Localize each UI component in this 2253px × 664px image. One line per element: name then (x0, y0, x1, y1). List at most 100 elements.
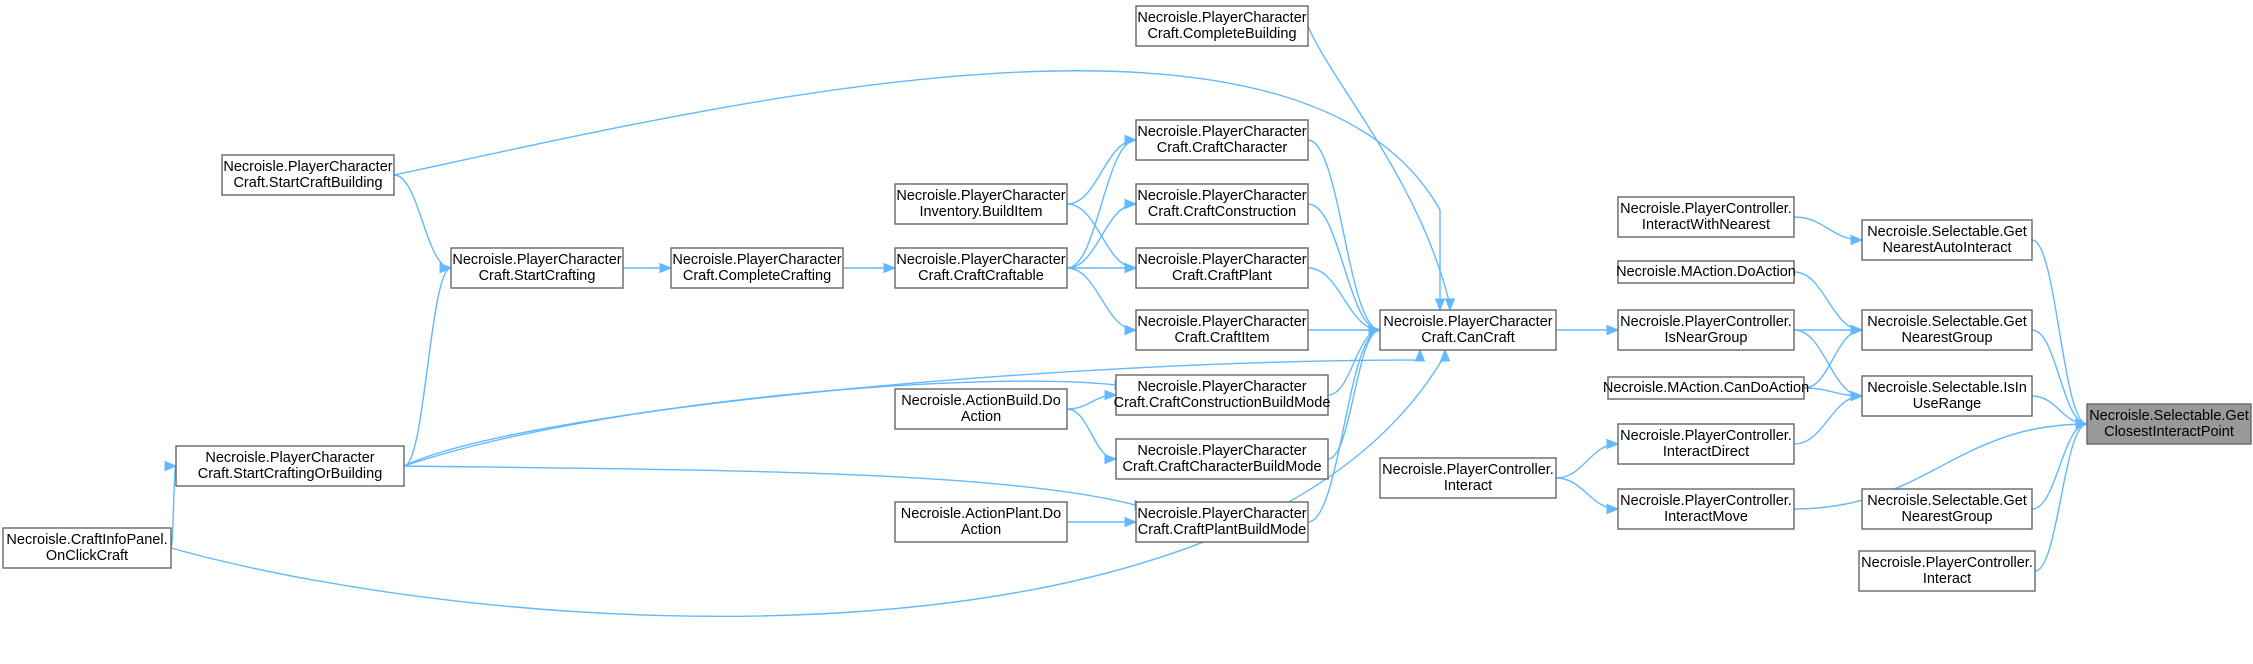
node-label-line: Craft.CraftCharacter (1157, 140, 1288, 156)
node-label-line: Necroisle.PlayerController. (1861, 555, 2033, 571)
node-box (2, 527, 172, 569)
node-label-line: Necroisle.PlayerCharacter (672, 252, 841, 268)
node-label-line: Necroisle.PlayerController. (1620, 201, 1792, 217)
node-label-line: Necroisle.Selectable.Get (2089, 408, 2249, 424)
node-label-line: Necroisle.PlayerCharacter (896, 252, 1065, 268)
edge-getNearestGroup2-to-getClosest (2031, 418, 2089, 510)
node-box (1617, 309, 1795, 351)
edge-layer (164, 25, 2089, 618)
node-isNearGroup[interactable]: Necroisle.PlayerController.IsNearGroup (1617, 309, 1795, 351)
node-label-line: Craft.CraftItem (1174, 330, 1269, 346)
node-label-line: OnClickCraft (46, 548, 128, 564)
edge-completeBuilding-to-canCraft (1307, 25, 1456, 312)
node-craftCraftable[interactable]: Necroisle.PlayerCharacterCraft.CraftCraf… (894, 247, 1068, 289)
node-craftConstruction[interactable]: Necroisle.PlayerCharacterCraft.CraftCons… (1135, 183, 1309, 225)
node-label-line: Necroisle.MAction.DoAction (1616, 264, 1796, 280)
node-startCraftBuilding[interactable]: Necroisle.PlayerCharacterCraft.StartCraf… (221, 154, 395, 196)
node-craftPlant[interactable]: Necroisle.PlayerCharacterCraft.CraftPlan… (1135, 247, 1309, 289)
node-box (1617, 196, 1795, 238)
node-label-line: Action (961, 409, 1001, 425)
edge-craftCraftable-to-craftConstruction (1066, 198, 1138, 269)
node-box (1135, 501, 1309, 543)
node-label-line: Necroisle.PlayerController. (1620, 314, 1792, 330)
node-label-line: Craft.CraftPlant (1172, 268, 1272, 284)
node-canDoAction[interactable]: Necroisle.MAction.CanDoAction (1603, 376, 1809, 400)
node-label-line: Necroisle.Selectable.Get (1867, 493, 2027, 509)
node-label-line: Necroisle.Selectable.IsIn (1867, 380, 2027, 396)
node-label-line: Necroisle.PlayerCharacter (1137, 443, 1306, 459)
node-pcInteract2[interactable]: Necroisle.PlayerController.Interact (1858, 550, 2036, 592)
node-actionPlant[interactable]: Necroisle.ActionPlant.DoAction (894, 501, 1068, 543)
node-box (1617, 488, 1795, 530)
node-label-line: IsNearGroup (1664, 330, 1747, 346)
edge-canCraft-to-isNearGroup (1556, 324, 1620, 336)
node-interactMove[interactable]: Necroisle.PlayerController.InteractMove (1617, 488, 1795, 530)
node-actionBuild[interactable]: Necroisle.ActionBuild.DoAction (894, 388, 1068, 430)
node-box (450, 247, 624, 289)
node-box (1861, 219, 2033, 261)
node-craftCharacterBM[interactable]: Necroisle.PlayerCharacterCraft.CraftChar… (1115, 438, 1329, 480)
node-label-line: Necroisle.PlayerCharacter (452, 252, 621, 268)
edge-craftPlantBM-to-canCraft (1307, 324, 1382, 523)
node-label-line: Necroisle.PlayerController. (1382, 462, 1554, 478)
node-box (1861, 488, 2033, 530)
node-label-line: Necroisle.PlayerController. (1620, 493, 1792, 509)
node-label-line: Craft.CraftConstruction (1148, 204, 1296, 220)
node-label-line: Craft.CraftConstructionBuildMode (1114, 395, 1331, 411)
node-box (670, 247, 844, 289)
node-startCrafting[interactable]: Necroisle.PlayerCharacterCraft.StartCraf… (450, 247, 624, 289)
node-getClosest[interactable]: Necroisle.Selectable.GetClosestInteractP… (2086, 403, 2252, 445)
node-craftPlantBM[interactable]: Necroisle.PlayerCharacterCraft.CraftPlan… (1135, 501, 1309, 543)
edge-pcInteract1-to-interactMove (1555, 477, 1620, 515)
node-label-line: Interact (1923, 571, 1971, 587)
edge-actionBuild-to-craftCharacterBM (1066, 408, 1118, 465)
edge-craftConstruction-to-canCraft (1307, 203, 1382, 336)
node-label-line: Necroisle.PlayerCharacter (896, 188, 1065, 204)
edge-actionPlant-to-craftPlantBM (1067, 516, 1138, 528)
node-label-line: Necroisle.PlayerCharacter (1137, 314, 1306, 330)
node-pcInteract1[interactable]: Necroisle.PlayerController.Interact (1379, 457, 1557, 499)
node-box (1135, 309, 1309, 351)
node-box (894, 247, 1068, 289)
node-label-line: Necroisle.PlayerCharacter (1137, 10, 1306, 26)
edge-pcInteract1-to-interactDirect (1555, 438, 1620, 479)
node-interactDirect[interactable]: Necroisle.PlayerController.InteractDirec… (1617, 423, 1795, 465)
edge-interactWithNearest-to-getNearestAuto (1793, 216, 1864, 246)
node-onClickCraft[interactable]: Necroisle.CraftInfoPanel.OnClickCraft (2, 527, 172, 569)
node-startCraftingOrBuilding[interactable]: Necroisle.PlayerCharacterCraft.StartCraf… (175, 445, 405, 487)
node-buildItem[interactable]: Necroisle.PlayerCharacterInventory.Build… (894, 183, 1068, 225)
node-label-line: Craft.CraftPlantBuildMode (1138, 522, 1306, 538)
node-getNearestAuto[interactable]: Necroisle.Selectable.GetNearestAutoInter… (1861, 219, 2033, 261)
node-label-line: Necroisle.Selectable.Get (1867, 314, 2027, 330)
node-label-line: Necroisle.PlayerCharacter (1137, 252, 1306, 268)
node-interactWithNearest[interactable]: Necroisle.PlayerController.InteractWithN… (1617, 196, 1795, 238)
node-label-line: Craft.CraftCharacterBuildMode (1122, 459, 1321, 475)
node-craftConstructionBM[interactable]: Necroisle.PlayerCharacterCraft.CraftCons… (1114, 374, 1331, 416)
edge-getNearestGroup1-to-getClosest (2031, 329, 2089, 430)
node-doAction[interactable]: Necroisle.MAction.DoAction (1616, 260, 1796, 284)
node-label-line: Interact (1444, 478, 1492, 494)
node-label-line: Craft.StartCraftBuilding (233, 175, 382, 191)
node-label-line: Necroisle.PlayerCharacter (1383, 314, 1552, 330)
node-box (2086, 403, 2252, 445)
node-label-line: InteractWithNearest (1642, 217, 1770, 233)
edge-interactMove-to-getClosest (1793, 418, 2089, 510)
node-craftCharacter[interactable]: Necroisle.PlayerCharacterCraft.CraftChar… (1135, 119, 1309, 161)
node-label-line: Craft.CanCraft (1421, 330, 1514, 346)
edge-onClickCraft-to-canCraft (170, 348, 1451, 618)
node-label-line: Craft.CompleteCrafting (683, 268, 831, 284)
node-label-line: Inventory.BuildItem (919, 204, 1042, 220)
node-box (1607, 376, 1805, 400)
node-label-line: Necroisle.PlayerCharacter (1137, 188, 1306, 204)
node-completeCrafting[interactable]: Necroisle.PlayerCharacterCraft.CompleteC… (670, 247, 844, 289)
node-box (1617, 260, 1795, 284)
node-label-line: NearestGroup (1901, 509, 1992, 525)
node-box (894, 388, 1068, 430)
node-completeBuilding[interactable]: Necroisle.PlayerCharacterCraft.CompleteB… (1135, 5, 1309, 47)
node-box (175, 445, 405, 487)
